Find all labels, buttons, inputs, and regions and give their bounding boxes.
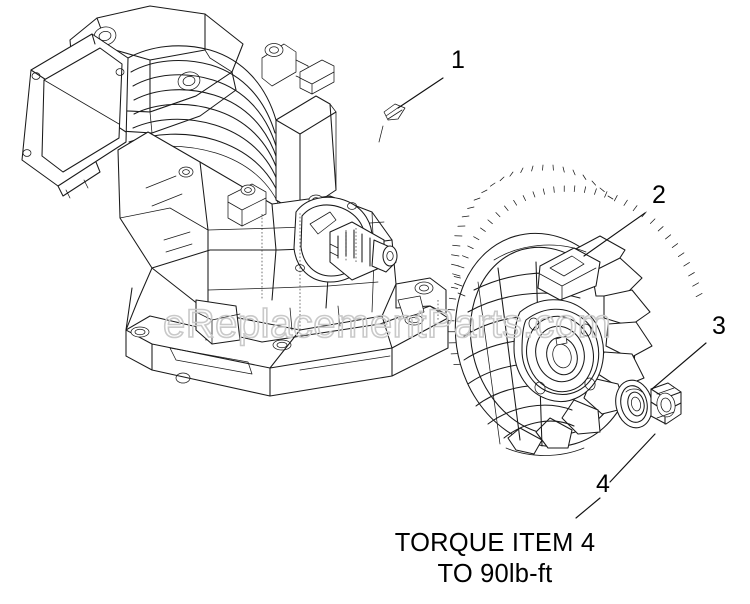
- callout-number-2: 2: [652, 181, 666, 209]
- leader-line-3: [651, 342, 707, 390]
- part-2-flywheel: [447, 164, 703, 456]
- cover-panel: [21, 33, 129, 199]
- callout-number-3: 3: [712, 312, 726, 340]
- torque-note-line-1: TORQUE ITEM 4: [395, 529, 596, 557]
- torque-note-line-2: TO 90lb-ft: [438, 560, 553, 588]
- part-4-hex-nut: [650, 382, 682, 425]
- cylinder-head-fins: [125, 45, 282, 211]
- leader-line-4: [609, 433, 656, 483]
- flywheel-magnet-block: [537, 247, 601, 301]
- cylinder-block: [261, 43, 337, 215]
- leader-line-2: [583, 212, 646, 257]
- engine-block-assembly: [21, 5, 449, 397]
- leader-line-torque-note: [575, 497, 601, 519]
- leader-line-1: [397, 77, 444, 109]
- ring-gear-teeth: [447, 164, 703, 365]
- keyway-hidden: [345, 228, 357, 264]
- flywheel-hub: [513, 299, 604, 402]
- engine-base-flange: [125, 305, 449, 397]
- flywheel-contours: [493, 244, 587, 456]
- part-3-washer: [615, 379, 653, 429]
- crankshaft-stub: [329, 221, 398, 281]
- callout-number-1: 1: [451, 46, 465, 74]
- callout-number-4: 4: [596, 470, 610, 498]
- crankcase-lower: [125, 267, 393, 369]
- watermark-text: eReplacementParts.com: [163, 302, 611, 346]
- mount-boss-right: [395, 277, 447, 319]
- crankcase-ribs: [163, 212, 439, 331]
- part-1-flywheel-key: [378, 103, 406, 143]
